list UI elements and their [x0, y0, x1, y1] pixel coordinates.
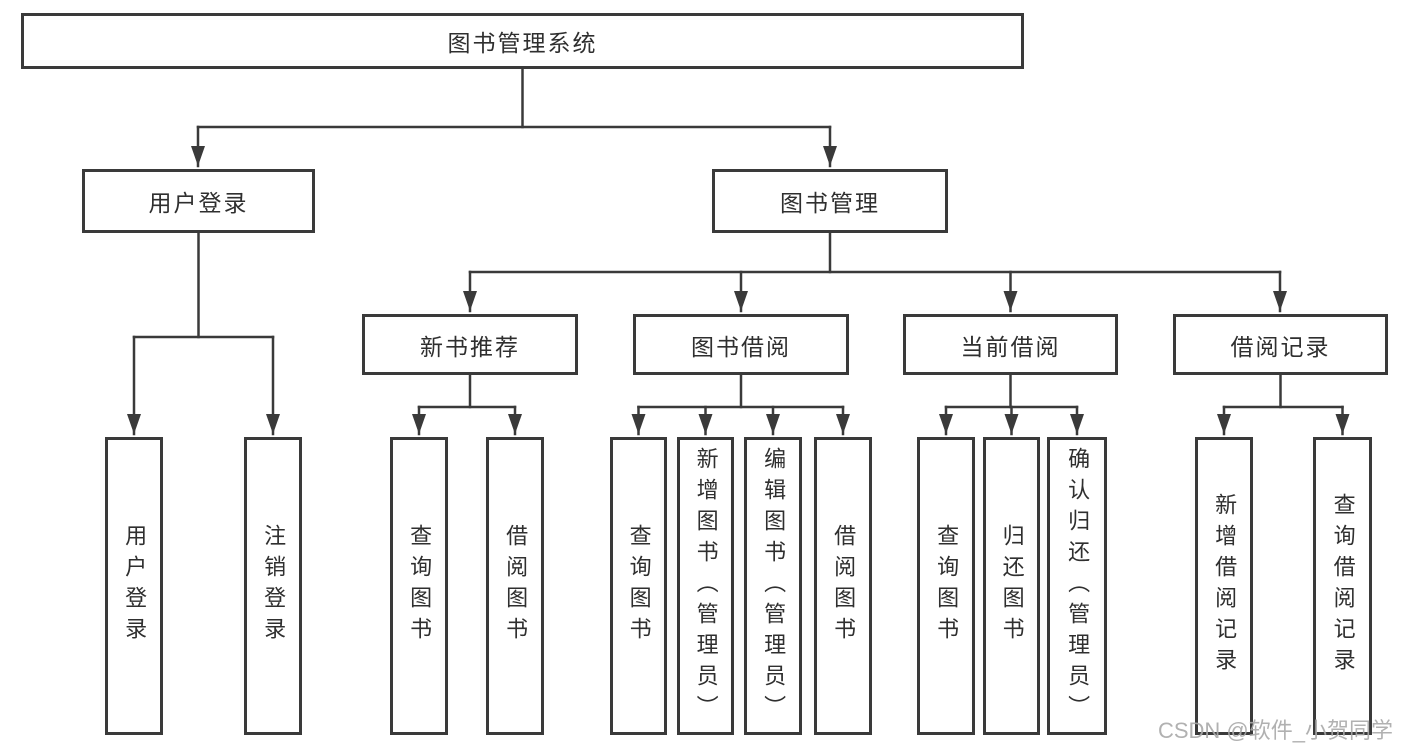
leaf-logout: 注销登录 [244, 437, 302, 735]
leaf-label: 借阅图书 [503, 524, 529, 648]
leaf-query-books-current: 查询图书 [917, 437, 975, 735]
node-label: 图书借阅 [691, 333, 791, 360]
leaf-label: 确认归还（管理员） [1065, 446, 1091, 726]
leaf-label: 查询图书 [934, 524, 960, 648]
leaf-edit-books-admin: 编辑图书（管理员） [744, 437, 802, 735]
node-label: 当前借阅 [960, 333, 1061, 360]
node-label: 图书管理系统 [447, 30, 598, 56]
leaf-label: 用户登录 [122, 524, 148, 648]
node-label: 图书管理 [780, 190, 880, 216]
node-borrowing-records: 借阅记录 [1173, 314, 1388, 375]
leaf-query-books-recommend: 查询图书 [390, 437, 448, 735]
watermark: CSDN @软件_小贺同学 [1157, 718, 1393, 743]
leaf-query-books-borrowing: 查询图书 [610, 437, 667, 735]
node-new-book-recommendation: 新书推荐 [362, 314, 578, 375]
leaf-label: 查询图书 [626, 524, 652, 648]
node-label: 新书推荐 [420, 333, 520, 360]
leaf-confirm-return-admin: 确认归还（管理员） [1047, 437, 1107, 735]
leaf-borrow-books-recommend: 借阅图书 [486, 437, 544, 735]
leaf-label: 借阅图书 [831, 524, 857, 648]
node-current-borrowing: 当前借阅 [903, 314, 1118, 375]
leaf-label: 查询借阅记录 [1330, 493, 1356, 679]
leaf-query-borrow-record: 查询借阅记录 [1313, 437, 1372, 735]
node-label: 用户登录 [148, 190, 249, 216]
node-label: 借阅记录 [1230, 333, 1331, 360]
node-book-management: 图书管理 [712, 169, 948, 233]
leaf-add-borrow-record: 新增借阅记录 [1195, 437, 1253, 735]
node-book-borrowing: 图书借阅 [633, 314, 849, 375]
leaf-add-books-admin: 新增图书（管理员） [677, 437, 734, 735]
leaf-label: 注销登录 [261, 524, 287, 648]
leaf-label: 归还图书 [999, 524, 1025, 648]
node-library-management-system: 图书管理系统 [21, 13, 1024, 69]
leaf-label: 编辑图书（管理员） [761, 446, 787, 726]
leaf-label: 查询图书 [407, 524, 433, 648]
node-user-login: 用户登录 [82, 169, 315, 233]
leaf-label: 新增借阅记录 [1212, 493, 1238, 679]
leaf-borrow-books: 借阅图书 [814, 437, 872, 735]
leaf-return-books: 归还图书 [983, 437, 1040, 735]
leaf-user-login: 用户登录 [105, 437, 163, 735]
leaf-label: 新增图书（管理员） [693, 446, 719, 726]
